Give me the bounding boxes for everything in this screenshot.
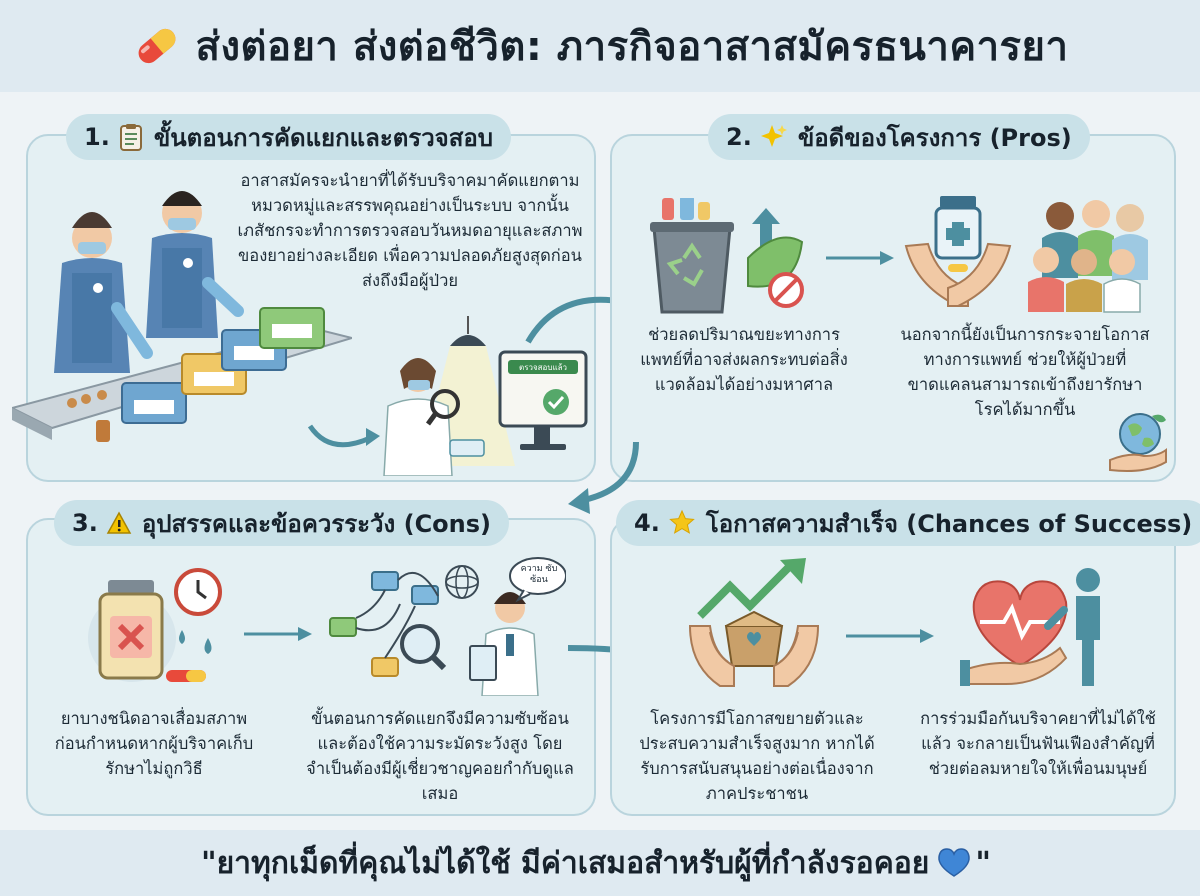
medicine-access-illustration	[900, 190, 1160, 320]
monitor-checked: ตรวจสอบแล้ว	[498, 350, 590, 458]
sparkles-icon	[760, 123, 788, 151]
expired-medicine-illustration	[86, 566, 236, 690]
page-title: ส่งต่อยา ส่งต่อชีวิต: ภารกิจอาสาสมัครธนา…	[195, 24, 1069, 70]
pharmacist-inspection-illustration	[300, 316, 590, 476]
section-3-title: 3. อุปสรรคและข้อควรระวัง (Cons)	[54, 500, 510, 546]
section-1-number: 1.	[84, 123, 110, 151]
arrow-cons-left	[244, 624, 314, 644]
footer: "ยาทุกเม็ดที่คุณไม่ได้ใช้ มีค่าเสมอสำหรั…	[0, 830, 1200, 896]
section-4-label: โอกาสความสำเร็จ (Chances of Success)	[705, 509, 1193, 538]
arrow-pros-middle	[826, 248, 896, 268]
success-text-right: การร่วมมือกันบริจาคยาที่ไม่ได้ใช้แล้ว จะ…	[920, 709, 1156, 778]
star-icon	[668, 509, 696, 537]
heart-hand-person-illustration	[960, 566, 1120, 690]
growth-donation-illustration	[680, 556, 840, 692]
section-2-label: ข้อดีของโครงการ (Pros)	[797, 123, 1072, 152]
arrow-success-middle	[846, 626, 936, 646]
monitor-label: ตรวจสอบแล้ว	[519, 363, 567, 372]
section-1-label: ขั้นตอนการคัดแยกและตรวจสอบ	[153, 123, 494, 152]
section-1-text: อาสาสมัครจะนำยาที่ได้รับบริจาคมาคัดแยกตา…	[237, 171, 583, 290]
section-3-label: อุปสรรคและข้อควรระวัง (Cons)	[141, 509, 492, 538]
complex-process-illustration: ความ ซับซ้อน	[326, 556, 566, 696]
section-4-number: 4.	[634, 509, 660, 537]
clipboard-icon	[118, 123, 144, 151]
success-text-left: โครงการมีโอกาสขยายตัวและประสบความสำเร็จส…	[639, 709, 875, 803]
section-2-number: 2.	[726, 123, 752, 151]
recycling-bin-illustration	[640, 198, 810, 318]
section-3-number: 3.	[72, 509, 98, 537]
pros-text-left: ช่วยลดปริมาณขยะทางการแพทย์ที่อาจส่งผลกระ…	[640, 325, 848, 394]
blue-heart-icon	[937, 848, 971, 878]
pros-text-right: นอกจากนี้ยังเป็นการกระจายโอกาสทางการแพทย…	[900, 325, 1150, 419]
section-4-title: 4. โอกาสความสำเร็จ (Chances of Success)	[616, 500, 1200, 546]
cons-text-left: ยาบางชนิดอาจเสื่อมสภาพก่อนกำหนดหากผู้บริ…	[54, 709, 254, 778]
warning-icon	[106, 511, 132, 535]
volunteers-sorting-illustration	[12, 178, 352, 468]
footer-quote: "ยาทุกเม็ดที่คุณไม่ได้ใช้ มีค่าเสมอสำหรั…	[200, 845, 930, 881]
arrow-to-cons	[560, 436, 644, 520]
section-2-title: 2. ข้อดีของโครงการ (Pros)	[708, 114, 1090, 160]
pill-capsule-icon	[132, 21, 182, 71]
earth-in-hand-icon	[1106, 408, 1170, 474]
footer-quote-end: "	[975, 845, 992, 881]
header: ส่งต่อยา ส่งต่อชีวิต: ภารกิจอาสาสมัครธนา…	[0, 0, 1200, 92]
section-1-title: 1. ขั้นตอนการคัดแยกและตรวจสอบ	[66, 114, 512, 160]
cons-text-right: ขั้นตอนการคัดแยกจึงมีความซับซ้อนและต้องใ…	[306, 709, 574, 803]
complexity-bubble-text: ความ ซับซ้อน	[520, 564, 558, 585]
